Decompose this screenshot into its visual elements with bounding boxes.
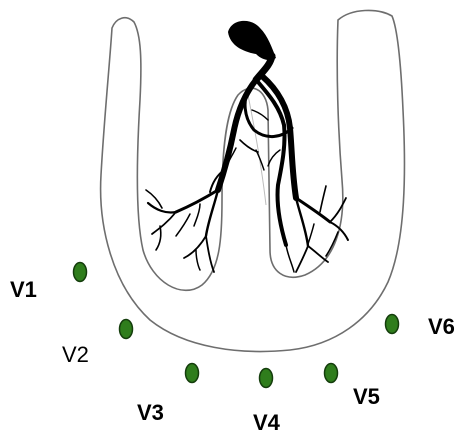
right-purkinje-fibers <box>286 186 348 272</box>
lead-label-v5: V5 <box>353 384 380 409</box>
electrode-v2-icon <box>120 320 133 339</box>
left-purkinje-fibers <box>146 170 224 272</box>
lead-label-v2: V2 <box>62 342 89 367</box>
electrode-v4-icon <box>260 369 273 388</box>
electrodes <box>74 263 399 388</box>
electrode-v6-icon <box>386 315 399 334</box>
electrode-v1-icon <box>74 263 87 282</box>
lead-label-v3: V3 <box>137 400 164 425</box>
lead-label-v4: V4 <box>253 410 281 435</box>
av-node <box>228 21 276 60</box>
lead-label-v1: V1 <box>10 277 37 302</box>
electrode-v5-icon <box>325 364 338 383</box>
ventricle-outline <box>101 10 405 351</box>
lead-label-v6: V6 <box>428 314 455 339</box>
electrode-v3-icon <box>186 364 199 383</box>
lead-labels: V1 V2 V3 V4 V5 V6 <box>10 277 455 435</box>
